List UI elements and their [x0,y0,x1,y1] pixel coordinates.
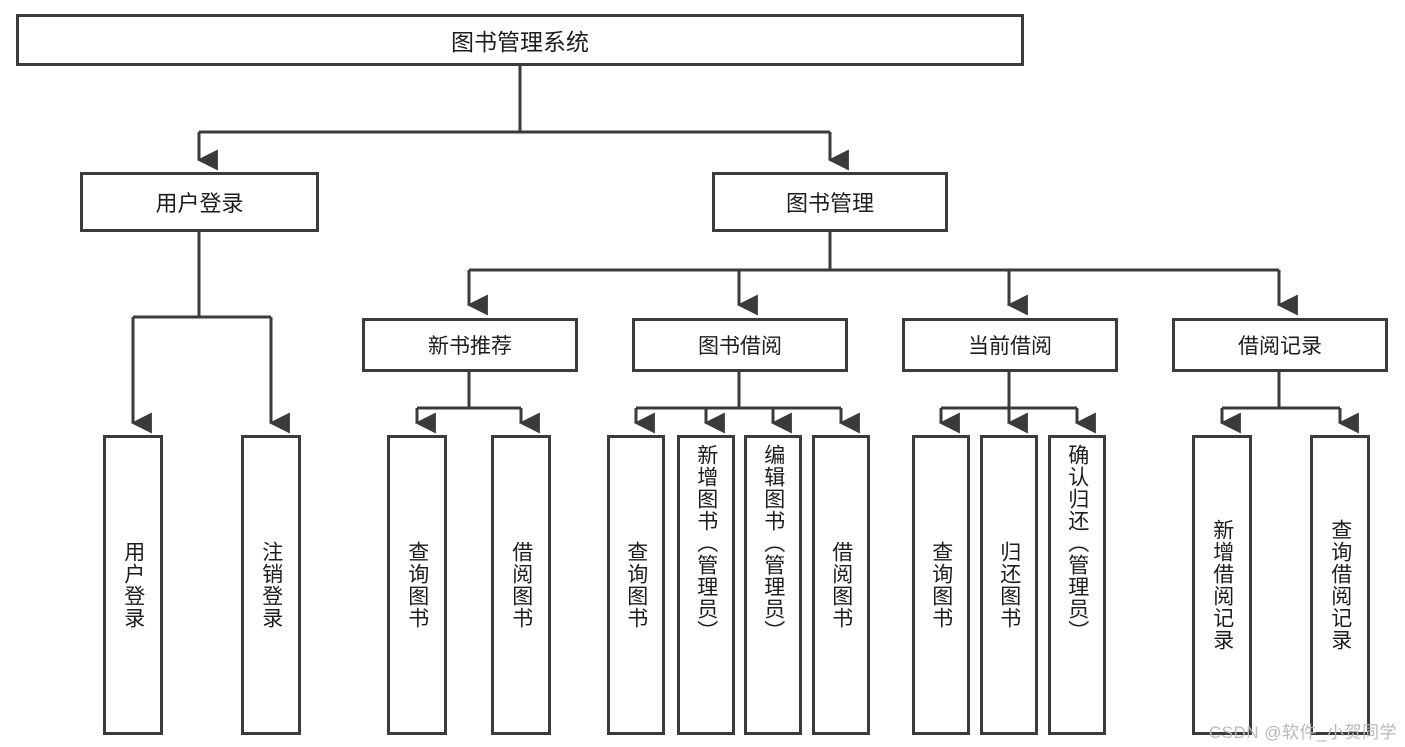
node-current-borrow[interactable]: 当前借阅 [902,318,1118,372]
node-root-label: 图书管理系统 [451,29,589,55]
leaf-label: 查询借阅记录 [1328,519,1352,651]
leaf-current-borrow-return-book[interactable]: 归还图书 [980,435,1038,735]
node-borrow-records[interactable]: 借阅记录 [1172,318,1388,372]
leaf-book-borrow-add-book-admin[interactable]: 新增图书（管理员） [677,435,735,735]
node-borrow-records-label: 借阅记录 [1238,335,1322,358]
leaf-label: 新增借阅记录 [1210,519,1234,651]
node-root-book-management-system[interactable]: 图书管理系统 [16,14,1024,66]
leaf-label: 查询图书 [929,541,953,629]
leaf-label: 借阅图书 [509,541,533,629]
leaf-current-borrow-query-book[interactable]: 查询图书 [912,435,970,735]
node-book-borrow[interactable]: 图书借阅 [632,318,848,372]
leaf-new-book-query-book[interactable]: 查询图书 [387,435,447,735]
node-current-borrow-label: 当前借阅 [968,335,1052,358]
leaf-records-add-record[interactable]: 新增借阅记录 [1192,435,1252,735]
leaf-label: 借阅图书 [829,541,853,629]
node-user-login[interactable]: 用户登录 [80,172,319,232]
leaf-label: 编辑图书（管理员） [761,444,785,642]
leaf-label: 查询图书 [405,541,429,629]
node-book-management-label: 图书管理 [785,191,874,216]
node-book-borrow-label: 图书借阅 [698,335,782,358]
leaf-user-login-login[interactable]: 用户登录 [103,435,163,735]
leaf-book-borrow-query-book[interactable]: 查询图书 [607,435,665,735]
leaf-records-query-record[interactable]: 查询借阅记录 [1310,435,1370,735]
leaf-label: 归还图书 [997,541,1021,629]
leaf-label: 注销登录 [259,541,283,629]
leaf-book-borrow-borrow-book[interactable]: 借阅图书 [812,435,870,735]
leaf-label: 新增图书（管理员） [694,444,718,642]
node-book-management[interactable]: 图书管理 [712,172,948,232]
leaf-new-book-borrow-book[interactable]: 借阅图书 [491,435,551,735]
node-new-book-recommend[interactable]: 新书推荐 [362,318,578,372]
leaf-label: 查询图书 [624,541,648,629]
leaf-label: 用户登录 [121,541,145,629]
node-new-book-recommend-label: 新书推荐 [428,335,512,358]
leaf-book-borrow-edit-book-admin[interactable]: 编辑图书（管理员） [744,435,802,735]
leaf-label: 确认归还（管理员） [1065,444,1089,642]
node-user-login-label: 用户登录 [155,191,244,216]
leaf-user-login-logout[interactable]: 注销登录 [241,435,301,735]
leaf-current-borrow-confirm-return-admin[interactable]: 确认归还（管理员） [1048,435,1106,735]
